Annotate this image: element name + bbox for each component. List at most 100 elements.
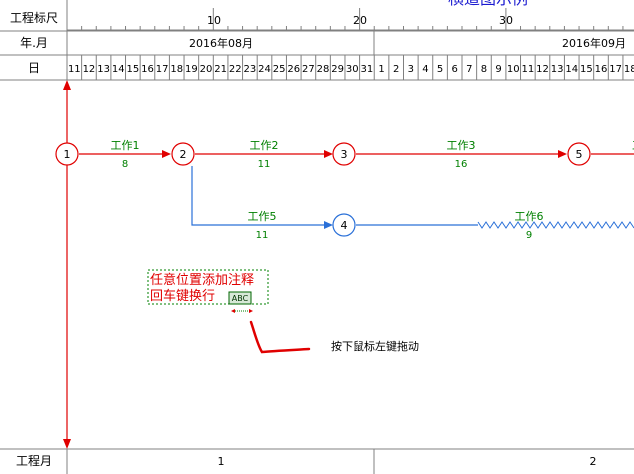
day-label: 1 bbox=[378, 64, 384, 75]
annotation-line-2: 回车键换行 bbox=[150, 288, 215, 304]
task-duration: 8 bbox=[122, 159, 128, 170]
node-3[interactable]: 3 bbox=[332, 142, 356, 166]
arrow-head-icon bbox=[162, 150, 171, 158]
timescale-header: 工程标尺 年.月 日 横道图示例 10 20 30 2016年08月 2016年… bbox=[0, 0, 634, 81]
node-2[interactable]: 2 bbox=[171, 142, 195, 166]
free-float-wavy-line bbox=[477, 221, 634, 229]
node-4[interactable]: 4 bbox=[332, 213, 356, 237]
day-label: 11 bbox=[521, 64, 534, 75]
day-label: 18 bbox=[624, 64, 634, 75]
abc-icon-label: ABC bbox=[232, 294, 249, 303]
abc-text-icon[interactable] bbox=[228, 291, 252, 305]
task-duration: 16 bbox=[455, 159, 468, 170]
arrow-head-icon bbox=[558, 150, 567, 158]
annotation-selection-frame bbox=[147, 269, 269, 305]
node-label: 2 bbox=[180, 148, 187, 161]
task-name[interactable]: 工作5 bbox=[248, 210, 277, 223]
row-day-label: 日 bbox=[28, 61, 40, 75]
day-label: 12 bbox=[536, 64, 549, 75]
day-label: 26 bbox=[287, 64, 300, 75]
task-name[interactable]: 工作2 bbox=[250, 139, 279, 152]
task-name[interactable]: 工作3 bbox=[447, 139, 476, 152]
task-duration: 9 bbox=[526, 230, 532, 241]
node-1[interactable]: 1 bbox=[55, 142, 79, 166]
day-label: 12 bbox=[83, 64, 96, 75]
task-name[interactable]: 工作1 bbox=[111, 139, 140, 152]
footer-month-2: 2 bbox=[590, 455, 597, 468]
scale-tick-label: 20 bbox=[353, 14, 367, 27]
footer-month-1: 1 bbox=[218, 455, 225, 468]
resize-arrow-right-icon bbox=[249, 309, 253, 313]
day-label: 5 bbox=[437, 64, 443, 75]
day-label: 16 bbox=[141, 64, 154, 75]
day-label: 10 bbox=[507, 64, 520, 75]
arrow-3-5[interactable] bbox=[356, 150, 567, 158]
arrow-head-icon bbox=[324, 150, 333, 158]
day-label: 29 bbox=[331, 64, 344, 75]
day-label: 11 bbox=[68, 64, 81, 75]
day-label: 24 bbox=[258, 64, 271, 75]
day-label: 9 bbox=[495, 64, 501, 75]
day-label: 21 bbox=[214, 64, 227, 75]
month-label-aug: 2016年08月 bbox=[189, 36, 253, 50]
task-name-clipped: 工 bbox=[632, 139, 634, 152]
node-label: 5 bbox=[576, 148, 583, 161]
task-name[interactable]: 工作6 bbox=[515, 210, 544, 223]
day-label: 15 bbox=[126, 64, 139, 75]
row-month-label: 年.月 bbox=[20, 36, 48, 50]
day-label: 13 bbox=[551, 64, 564, 75]
day-label: 16 bbox=[595, 64, 608, 75]
day-label: 28 bbox=[317, 64, 330, 75]
day-label: 25 bbox=[273, 64, 286, 75]
day-label: 3 bbox=[408, 64, 414, 75]
axis-arrow-up-icon bbox=[63, 80, 71, 90]
day-label: 20 bbox=[200, 64, 213, 75]
month-label-sep: 2016年09月 bbox=[562, 36, 626, 50]
day-label: 6 bbox=[452, 64, 458, 75]
chart-title-partial: 横道图示例 bbox=[448, 0, 528, 8]
day-label: 17 bbox=[609, 64, 622, 75]
day-label: 23 bbox=[244, 64, 257, 75]
footer-row-label: 工程月 bbox=[16, 453, 52, 468]
day-label: 4 bbox=[422, 64, 428, 75]
scale-tick-label: 30 bbox=[499, 14, 513, 27]
header-background bbox=[0, 0, 634, 80]
annotation-text-box[interactable]: 任意位置添加注释 回车键换行 ABC bbox=[147, 269, 269, 313]
day-label: 30 bbox=[346, 64, 359, 75]
day-label: 8 bbox=[481, 64, 487, 75]
resize-arrow-left-icon bbox=[231, 309, 235, 313]
drag-gesture-stroke bbox=[249, 320, 311, 354]
arrow-head-icon bbox=[324, 221, 333, 229]
task-duration: 11 bbox=[256, 230, 269, 241]
task-duration: 11 bbox=[258, 159, 271, 170]
node-label: 1 bbox=[64, 148, 71, 161]
node-label: 4 bbox=[341, 219, 348, 232]
annotation-line-1: 任意位置添加注释 bbox=[150, 272, 254, 288]
arrow-2-4[interactable] bbox=[191, 166, 333, 229]
scale-ruler bbox=[66, 8, 634, 31]
day-label: 17 bbox=[156, 64, 169, 75]
scale-tick-label: 10 bbox=[207, 14, 221, 27]
day-label: 18 bbox=[170, 64, 183, 75]
row-scale-label: 工程标尺 bbox=[10, 10, 58, 25]
axis-arrow-down-icon bbox=[63, 439, 71, 449]
day-label: 19 bbox=[185, 64, 198, 75]
day-label: 14 bbox=[565, 64, 578, 75]
node-label: 3 bbox=[341, 148, 348, 161]
arrow-1-2[interactable] bbox=[79, 150, 171, 158]
day-label: 13 bbox=[97, 64, 110, 75]
node-5[interactable]: 5 bbox=[567, 142, 591, 166]
day-label: 27 bbox=[302, 64, 315, 75]
project-month-footer: 工程月 1 2 bbox=[16, 449, 597, 474]
day-label: 14 bbox=[112, 64, 125, 75]
arrow-2-3[interactable] bbox=[195, 150, 333, 158]
day-label: 31 bbox=[361, 64, 374, 75]
drag-hint-text: 按下鼠标左键拖动 bbox=[331, 339, 419, 353]
arrow-4-next[interactable] bbox=[356, 221, 634, 229]
network-body: 工作1 8 工作2 11 工作3 16 工作5 11 工作6 9 工 1 2 3… bbox=[0, 80, 634, 450]
day-label: 22 bbox=[229, 64, 242, 75]
day-label: 2 bbox=[393, 64, 399, 75]
day-label: 15 bbox=[580, 64, 593, 75]
